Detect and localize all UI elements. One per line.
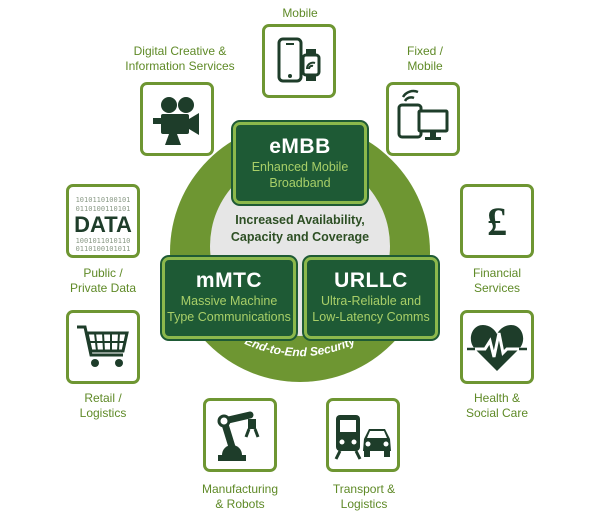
tablet-monitor-icon xyxy=(397,89,449,140)
center-text: Increased Availability, Capacity and Cov… xyxy=(218,212,382,246)
smartphone-watch-icon xyxy=(277,37,321,83)
center-text-line-1: Increased Availability, xyxy=(235,213,365,227)
mobile-tile xyxy=(262,24,336,98)
manufacturing-label: Manufacturing & Robots xyxy=(190,482,290,512)
data-label: Public / Private Data xyxy=(53,266,153,296)
manufacturing-label-line-2: & Robots xyxy=(215,497,265,511)
mmtc-subtitle-2: Type Communications xyxy=(167,310,291,324)
urllc-subtitle-1: Ultra-Reliable and xyxy=(320,294,422,308)
svg-text:0110100101011: 0110100101011 xyxy=(76,245,131,253)
heart-pulse-icon xyxy=(467,325,527,371)
embb-title: eMBB xyxy=(269,135,331,158)
fixed-label: Fixed / Mobile xyxy=(375,44,475,74)
train-car-icon xyxy=(334,415,391,460)
mmtc-subtitle-1: Massive Machine xyxy=(180,294,278,308)
fixed-label-line-1: Fixed / xyxy=(406,44,443,58)
health-label: Health & Social Care xyxy=(447,391,547,421)
financial-tile: £ xyxy=(460,184,534,258)
financial-label-line-1: Financial xyxy=(472,266,522,280)
fixed-tile xyxy=(386,82,460,156)
embb-subtitle-2: Broadband xyxy=(269,176,331,190)
embb-box: eMBB Enhanced Mobile Broadband xyxy=(233,122,367,204)
mobile-label: Mobile xyxy=(250,6,350,21)
center-text-line-2: Capacity and Coverage xyxy=(230,230,370,244)
data-label-line-1: Public / xyxy=(83,266,123,280)
health-tile xyxy=(460,310,534,384)
digital-label-line-2: Information Services xyxy=(125,59,235,73)
film-camera-icon xyxy=(153,97,199,145)
health-label-line-1: Health & xyxy=(473,391,521,405)
svg-text:£: £ xyxy=(487,199,507,244)
data-tile: 1010110100101 0110100110101 DATA 1001011… xyxy=(66,184,140,258)
retail-label-line-1: Retail / xyxy=(84,391,122,405)
transport-tile xyxy=(326,398,400,472)
fixed-label-line-2: Mobile xyxy=(407,59,443,73)
shopping-cart-icon xyxy=(77,325,129,367)
mobile-label-line-1: Mobile xyxy=(282,6,318,20)
digital-label: Digital Creative & Information Services xyxy=(105,44,255,74)
mmtc-title: mMTC xyxy=(195,269,263,292)
retail-tile xyxy=(66,310,140,384)
svg-text:1010110100101: 1010110100101 xyxy=(76,196,131,204)
robot-arm-icon xyxy=(217,411,260,461)
urllc-box: URLLC Ultra-Reliable and Low-Latency Com… xyxy=(304,257,438,339)
digital-label-line-1: Digital Creative & xyxy=(133,44,227,58)
transport-label-line-2: Logistics xyxy=(340,497,388,511)
financial-label-line-2: Services xyxy=(473,281,520,295)
svg-text:1001011010110: 1001011010110 xyxy=(76,237,131,245)
digital-tile xyxy=(140,82,214,156)
transport-label: Transport & Logistics xyxy=(314,482,414,512)
mmtc-box: mMTC Massive Machine Type Communications xyxy=(162,257,296,339)
embb-subtitle-1: Enhanced Mobile xyxy=(251,160,349,174)
financial-label: Financial Services xyxy=(447,266,547,296)
urllc-title: URLLC xyxy=(334,269,408,292)
data-label-line-2: Private Data xyxy=(69,281,137,295)
retail-label-line-2: Logistics xyxy=(79,406,127,420)
pound-sign-icon: £ xyxy=(487,199,507,244)
data-icon: 1010110100101 0110100110101 DATA 1001011… xyxy=(74,196,132,253)
manufacturing-label-line-1: Manufacturing xyxy=(201,482,279,496)
retail-label: Retail / Logistics xyxy=(53,391,153,421)
transport-label-line-1: Transport & xyxy=(332,482,396,496)
svg-text:0110100110101: 0110100110101 xyxy=(76,205,131,213)
svg-text:DATA: DATA xyxy=(74,212,132,237)
urllc-subtitle-2: Low-Latency Comms xyxy=(312,310,430,324)
health-label-line-2: Social Care xyxy=(465,406,529,420)
manufacturing-tile xyxy=(203,398,277,472)
